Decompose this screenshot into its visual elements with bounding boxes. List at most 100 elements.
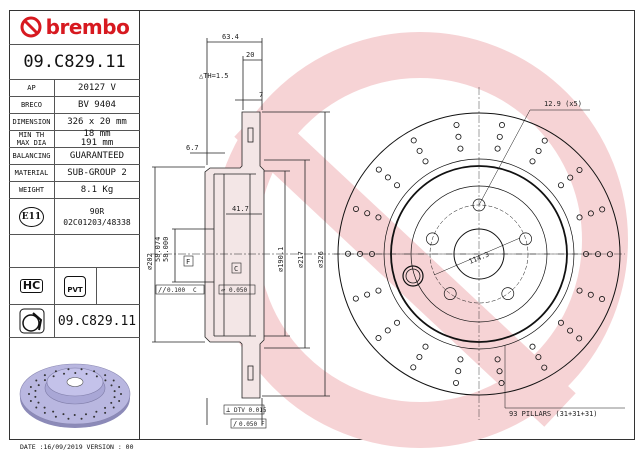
runout-reference: F: [261, 421, 265, 428]
bolt-hole: [501, 287, 515, 300]
product-row: 09.C829.11: [9, 305, 140, 338]
mini-drilled-hole: [73, 413, 76, 416]
drilled-hole: [364, 210, 371, 217]
mini-drilled-hole: [63, 372, 66, 375]
mini-drilled-hole: [67, 417, 70, 420]
drilled-hole: [394, 182, 401, 189]
pvt-icon: PVT: [64, 275, 86, 297]
mini-drilled-hole: [104, 374, 107, 377]
dim-overall-width: 63.4: [222, 33, 239, 41]
drilled-hole: [529, 158, 536, 165]
drilled-hole: [352, 205, 359, 212]
bolt-hole: [426, 232, 439, 246]
parallel-reference: C: [193, 287, 197, 294]
mini-drilled-hole: [110, 401, 113, 404]
approval-line1: 90R: [89, 206, 105, 216]
approval-line2: 02C01203/48338: [63, 217, 131, 227]
mini-drilled-hole: [84, 413, 87, 416]
mini-drilled-hole: [52, 410, 55, 413]
drilled-hole: [352, 295, 359, 302]
max-dia-label: MAX DIA: [16, 139, 47, 147]
mini-drilled-hole: [104, 411, 107, 414]
spec-label: WEIGHT: [9, 182, 55, 198]
min-th-value: 18 mm: [83, 129, 111, 139]
dim-d326: ⌀326: [317, 251, 325, 268]
mini-drilled-hole: [52, 375, 55, 378]
mini-drilled-hole: [28, 393, 30, 395]
svg-text://: //: [158, 286, 166, 294]
drilled-hole: [496, 368, 503, 375]
mini-drilled-hole: [74, 372, 77, 375]
dim-vane: 7: [259, 91, 263, 99]
pcd-dimension: 114.3: [468, 251, 491, 266]
drilled-hole: [606, 251, 613, 258]
mini-drilled-hole: [34, 389, 37, 392]
drilled-hole: [375, 335, 382, 342]
drilled-hole: [498, 380, 505, 387]
drilled-hole: [453, 121, 460, 128]
spec-row-breco: BRECO BV 9404: [9, 97, 140, 114]
drilled-hole: [345, 250, 352, 257]
part-number-row: 09.C829.11: [9, 45, 140, 80]
mini-drilled-hole: [37, 384, 40, 387]
drilled-hole: [375, 166, 382, 173]
product-image: [9, 338, 140, 440]
dim-hat-wall: 6.7: [186, 144, 199, 152]
drilled-hole: [498, 122, 505, 129]
drilled-hole: [576, 287, 583, 294]
svg-text:▱: ▱: [221, 286, 226, 294]
svg-text:/: /: [233, 420, 237, 428]
drilled-hole: [416, 147, 423, 154]
mini-drilled-hole: [120, 393, 122, 395]
spec-value: BV 9404: [78, 99, 116, 110]
mini-drilled-hole: [85, 372, 88, 375]
part-number: 09.C829.11: [23, 52, 126, 72]
drilled-hole: [384, 327, 391, 334]
drilled-hole: [599, 296, 606, 303]
spec-label: DIMENSION: [9, 114, 55, 130]
mini-drilled-hole: [93, 370, 96, 373]
mini-drilled-hole: [112, 379, 115, 382]
spec-value: 20127 V: [78, 82, 116, 93]
drilled-hole: [557, 182, 564, 189]
dim-d217: ⌀217: [297, 251, 305, 268]
mini-drilled-hole: [112, 406, 115, 409]
drilled-hole: [557, 319, 564, 326]
runout-tolerance: 0.050: [239, 421, 257, 428]
drawing-frame: [9, 10, 635, 440]
mini-drilled-hole: [43, 374, 46, 377]
dim-thickness: 20: [246, 51, 254, 59]
mini-drilled-hole: [95, 410, 98, 413]
svg-text:⊥: ⊥: [226, 406, 230, 414]
mini-drilled-hole: [95, 375, 98, 378]
bolt-hole: [472, 198, 486, 212]
drilled-hole: [375, 287, 382, 294]
mini-drilled-hole: [43, 379, 46, 382]
dim-bore-max: 58.074: [154, 237, 162, 262]
brembo-watermark: [212, 32, 628, 448]
mini-drilled-hole: [113, 390, 116, 393]
drilled-hole: [416, 354, 423, 361]
empty-cell: [9, 235, 55, 267]
front-view: [334, 87, 625, 420]
badge-row: HC PVT: [9, 268, 140, 305]
bolt-hole: [519, 232, 532, 246]
drilled-hole: [535, 147, 542, 154]
drilled-hole: [529, 343, 536, 350]
mini-drilled-hole: [43, 406, 46, 409]
mini-drilled-hole: [80, 417, 83, 420]
drilled-hole: [587, 291, 594, 298]
mini-drilled-hole: [37, 401, 40, 404]
drilled-hole: [576, 166, 583, 173]
spec-label: BRECO: [9, 97, 55, 113]
parallel-tolerance: 0.100: [167, 287, 185, 294]
mini-drilled-hole: [35, 406, 38, 409]
e11-badge: E11: [18, 206, 45, 227]
datum-c: C: [234, 265, 238, 273]
drilled-hole: [394, 319, 401, 326]
